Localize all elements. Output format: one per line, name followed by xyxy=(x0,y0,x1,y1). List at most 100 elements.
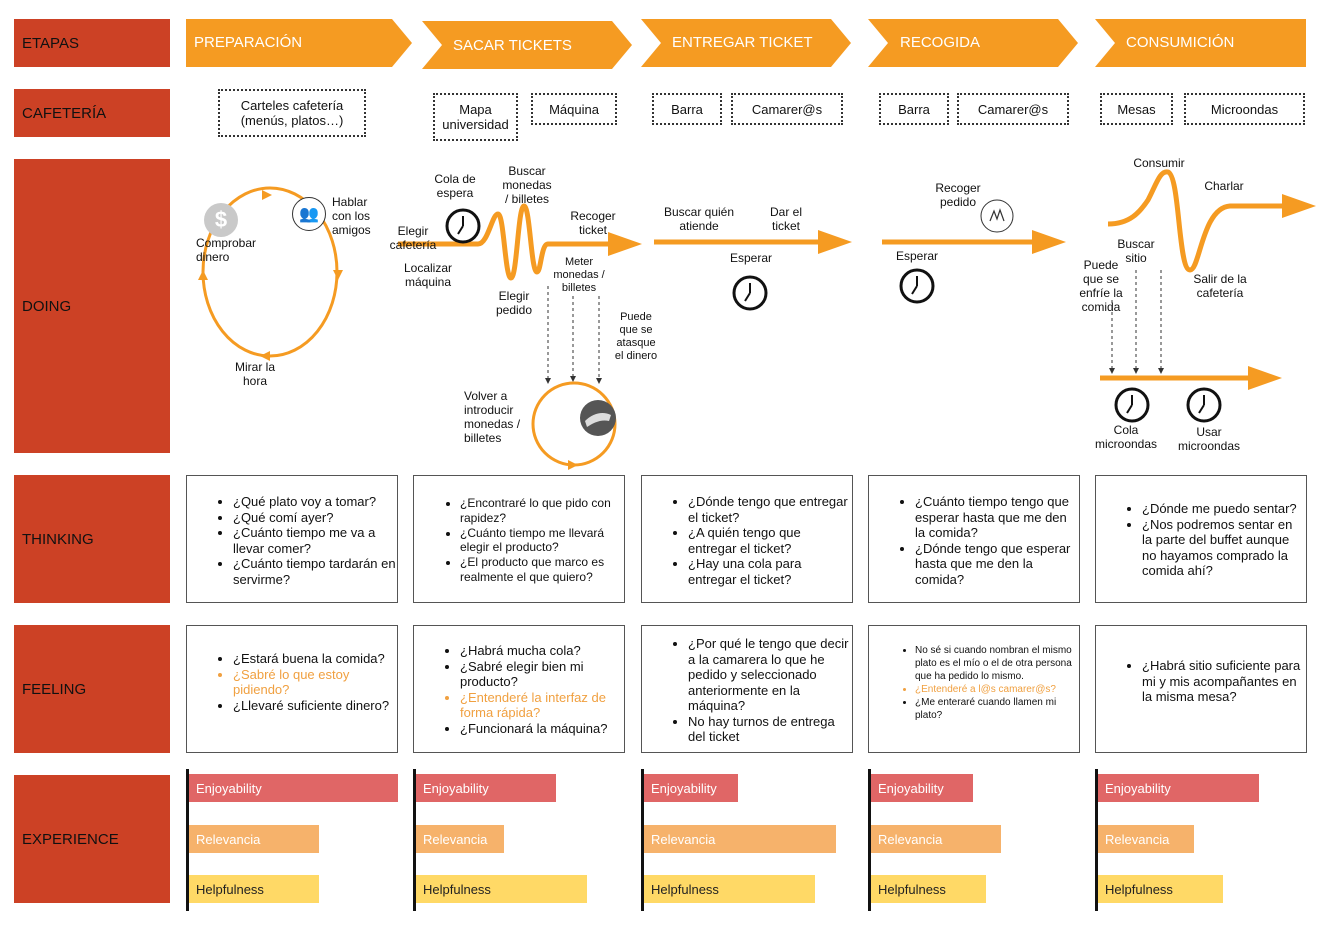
stage-preparacion: PREPARACIÓN xyxy=(186,19,414,67)
label-meter-monedas: Meter monedas / billetes xyxy=(553,256,605,294)
hands-icon xyxy=(980,199,1014,233)
thinking-item: ¿Qué comí ayer? xyxy=(233,510,397,526)
experience-bar-rel: Relevancia xyxy=(644,825,836,853)
touchpoint-camareros-recogida: Camarer@s xyxy=(957,93,1069,125)
label-elegir-cafeteria: Elegir cafetería xyxy=(389,224,437,252)
experience-axis xyxy=(641,769,644,911)
row-label-doing: DOING xyxy=(14,159,170,453)
feeling-box-sacar-tickets: ¿Habrá mucha cola? ¿Sabré elegir bien mi… xyxy=(413,625,625,753)
thinking-box-consumicion: ¿Dónde me puedo sentar? ¿Nos podremos se… xyxy=(1095,475,1307,603)
stage-label: PREPARACIÓN xyxy=(194,34,303,51)
experience-bar-enjoy: Enjoyability xyxy=(871,774,973,802)
stage-entregar-ticket: ENTREGAR TICKET xyxy=(641,19,853,67)
thinking-box-preparacion: ¿Qué plato voy a tomar? ¿Qué comí ayer? … xyxy=(186,475,398,603)
experience-bar-enjoy: Enjoyability xyxy=(189,774,398,802)
touchpoint-microondas: Microondas xyxy=(1184,93,1305,125)
row-label-feeling: FEELING xyxy=(14,625,170,753)
experience-bar-enjoy: Enjoyability xyxy=(644,774,738,802)
experience-axis xyxy=(413,769,416,911)
label-recoger-ticket: Recoger ticket xyxy=(570,209,616,237)
feeling-item: ¿Estará buena la comida? xyxy=(233,651,397,667)
experience-bar-rel: Relevancia xyxy=(416,825,504,853)
stage-sacar-tickets: SACAR TICKETS xyxy=(422,19,634,69)
broken-machine-icon xyxy=(580,400,616,436)
feeling-box-preparacion: ¿Estará buena la comida? ¿Sabré lo que e… xyxy=(186,625,398,753)
label-hablar: Hablar con los amigos xyxy=(332,195,371,237)
label-salir: Salir de la cafetería xyxy=(1193,272,1247,300)
thinking-item: ¿Cuánto tiempo tengo que esperar hasta q… xyxy=(915,494,1079,541)
label-buscar-monedas: Buscar monedas / billetes xyxy=(502,164,552,206)
thinking-item: ¿A quién tengo que entregar el ticket? xyxy=(688,525,852,556)
thinking-item: ¿El producto que marco es realmente el q… xyxy=(460,555,624,585)
row-label-cafeteria: CAFETERÍA xyxy=(14,89,170,137)
touchpoint-maquina: Máquina xyxy=(531,93,617,125)
feeling-item: No sé si cuando nombran el mismo plato e… xyxy=(915,644,1079,683)
stage-recogida: RECOGIDA xyxy=(868,19,1080,67)
touchpoint-barra-recogida: Barra xyxy=(879,93,949,125)
experience-axis xyxy=(186,769,189,911)
feeling-item: ¿Habrá mucha cola? xyxy=(460,643,624,659)
touchpoint-mesas: Mesas xyxy=(1100,93,1173,125)
feeling-item: ¿Llevaré suficiente dinero? xyxy=(233,698,397,714)
thinking-box-sacar-tickets: ¿Encontraré lo que pido con rapidez? ¿Cu… xyxy=(413,475,625,603)
thinking-box-recogida: ¿Cuánto tiempo tengo que esperar hasta q… xyxy=(868,475,1080,603)
clock-icon xyxy=(445,208,481,244)
thinking-item: ¿Cuánto tiempo me va a llevar comer? xyxy=(233,525,397,556)
label-buscar-quien: Buscar quién atiende xyxy=(663,205,735,233)
clock-icon xyxy=(1186,387,1222,423)
feeling-item: ¿Me enteraré cuando llamen mi plato? xyxy=(915,696,1079,722)
feeling-item: ¿Funcionará la máquina? xyxy=(460,721,624,737)
stage-label: SACAR TICKETS xyxy=(453,37,572,54)
thinking-item: ¿Hay una cola para entregar el ticket? xyxy=(688,556,852,587)
experience-axis xyxy=(868,769,871,911)
thinking-item: ¿Nos podremos sentar en la parte del buf… xyxy=(1142,517,1306,579)
label-dar-ticket: Dar el ticket xyxy=(769,205,802,233)
label-cola-microondas: Cola microondas xyxy=(1094,423,1158,451)
touchpoint-mapa: Mapa universidad xyxy=(433,93,518,141)
people-icon: 👥 xyxy=(292,197,326,231)
label-consumir: Consumir xyxy=(1133,156,1185,170)
stage-label: ENTREGAR TICKET xyxy=(672,34,813,51)
label-enfrie: Puede que se enfríe la comida xyxy=(1079,258,1123,314)
label-charlar: Charlar xyxy=(1204,179,1244,193)
experience-bar-rel: Relevancia xyxy=(1098,825,1194,853)
label-usar-microondas: Usar microondas xyxy=(1177,425,1241,453)
thinking-item: ¿Qué plato voy a tomar? xyxy=(233,494,397,510)
experience-bar-help: Helpfulness xyxy=(871,875,986,903)
thinking-item: ¿Dónde tengo que entregar el ticket? xyxy=(688,494,852,525)
feeling-item-highlight: ¿Entenderé la interfaz de forma rápida? xyxy=(460,690,624,721)
label-localizar: Localizar máquina xyxy=(403,261,453,289)
row-label-experience: EXPERIENCE xyxy=(14,775,170,903)
clock-icon xyxy=(1114,387,1150,423)
thinking-item: ¿Cuánto tiempo me llevará elegir el prod… xyxy=(460,526,624,556)
label-volver: Volver a introducir monedas / billetes xyxy=(464,389,521,445)
row-label-thinking: THINKING xyxy=(14,475,170,603)
thinking-item: ¿Dónde me puedo sentar? xyxy=(1142,501,1306,517)
clock-icon xyxy=(732,275,768,311)
label-buscar-sitio: Buscar sitio xyxy=(1117,237,1155,265)
experience-bar-enjoy: Enjoyability xyxy=(1098,774,1259,802)
stage-label: CONSUMICIÓN xyxy=(1126,34,1235,51)
thinking-item: ¿Encontraré lo que pido con rapidez? xyxy=(460,496,624,526)
feeling-item-highlight: ¿Sabré lo que estoy pidiendo? xyxy=(233,667,397,698)
feeling-item: ¿Habrá sitio suficiente para mi y mis ac… xyxy=(1142,658,1306,705)
touchpoint-camareros-entrega: Camarer@s xyxy=(731,93,843,125)
feeling-item: ¿Por qué le tengo que decir a la camarer… xyxy=(688,636,852,714)
label-esperar-recogida: Esperar xyxy=(895,249,939,263)
money-icon: $ xyxy=(204,203,238,237)
feeling-item: ¿Sabré elegir bien mi producto? xyxy=(460,659,624,690)
label-recoger-pedido: Recoger pedido xyxy=(935,181,981,209)
label-comprobar: Comprobar dinero xyxy=(196,236,257,264)
thinking-box-entregar: ¿Dónde tengo que entregar el ticket? ¿A … xyxy=(641,475,853,603)
consumo-path xyxy=(1107,169,1285,273)
label-mirar: Mirar la hora xyxy=(234,360,275,388)
experience-bar-help: Helpfulness xyxy=(189,875,319,903)
feeling-box-consumicion: ¿Habrá sitio suficiente para mi y mis ac… xyxy=(1095,625,1307,753)
experience-bar-enjoy: Enjoyability xyxy=(416,774,556,802)
feeling-box-recogida: No sé si cuando nombran el mismo plato e… xyxy=(868,625,1080,753)
thinking-item: ¿Dónde tengo que esperar hasta que me de… xyxy=(915,541,1079,588)
stage-consumicion: CONSUMICIÓN xyxy=(1095,19,1307,67)
feeling-item-highlight: ¿Entenderé a l@s camarer@s? xyxy=(915,683,1079,696)
touchpoint-carteles: Carteles cafetería (menús, platos…) xyxy=(218,89,366,137)
